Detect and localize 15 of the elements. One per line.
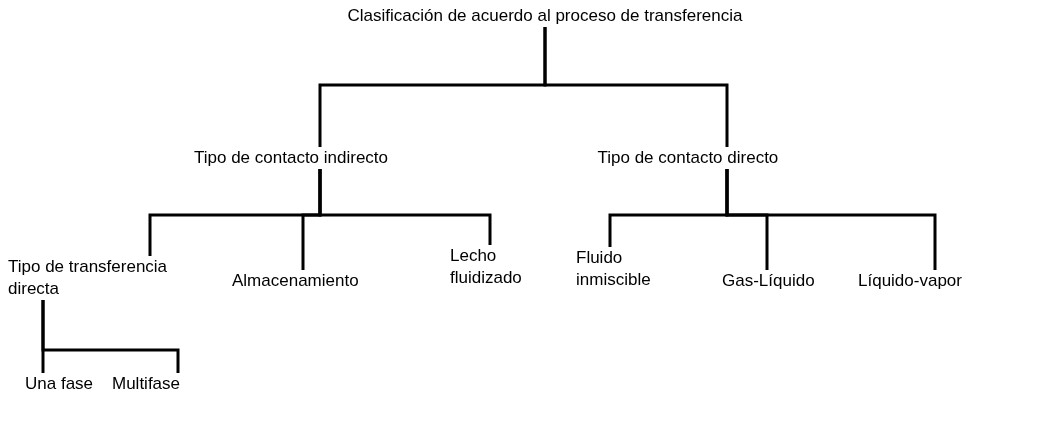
node-label: Clasificación de acuerdo al proceso de transferencia [347,5,743,27]
node-label: Lecho fluidizado [450,245,550,289]
node-label: Multifase [112,373,181,395]
node-label: Fluido inmiscible [576,247,676,291]
node-label: Una fase [25,373,94,395]
connector-line [41,300,180,373]
connector-line [318,169,492,245]
node-label: Almacenamiento [232,270,359,292]
node-label: Tipo de contacto directo [597,147,779,169]
node-label: Tipo de transferencia directa [8,256,208,300]
node-label: Gas-Líquido [722,270,815,292]
connector-line [725,169,937,270]
connector-line [543,27,729,147]
node-label: Líquido-vapor [858,270,962,292]
node-label: Tipo de contacto indirecto [194,147,389,169]
